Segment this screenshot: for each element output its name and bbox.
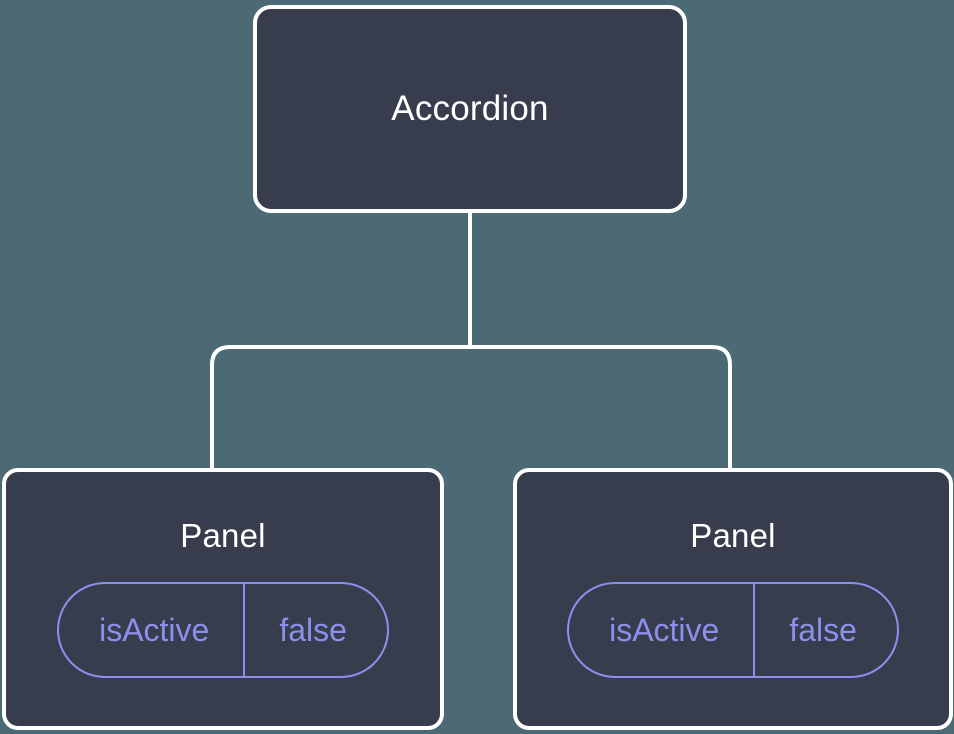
connector-branch-left [210,345,470,470]
prop-value: false [753,584,897,677]
node-title: Panel [180,517,266,554]
node-title: Accordion [391,88,549,128]
prop-pill-isactive[interactable]: isActive false [57,582,389,679]
prop-value: false [243,584,387,677]
connector-branch-right [470,345,732,470]
node-title: Panel [690,517,776,554]
prop-pill-isactive[interactable]: isActive false [567,582,899,679]
prop-key: isActive [99,612,210,649]
prop-key: isActive [609,612,720,649]
node-panel-1[interactable]: Panel isActive false [2,468,444,730]
node-accordion[interactable]: Accordion [253,5,687,213]
node-panel-2[interactable]: Panel isActive false [513,468,953,730]
